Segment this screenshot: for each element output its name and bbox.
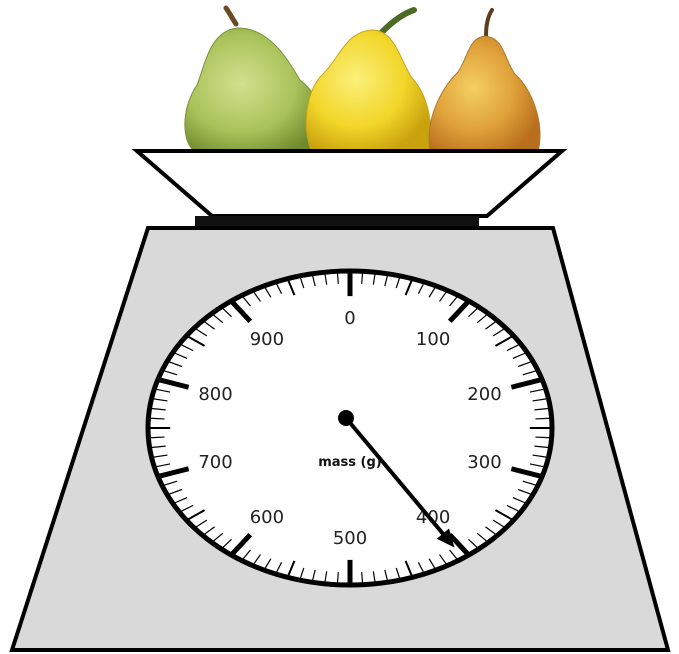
- pear-group: [185, 8, 540, 152]
- minor-tick: [535, 418, 549, 419]
- minor-tick: [535, 437, 549, 438]
- dial-unit-label: mass (g): [318, 455, 382, 470]
- needle-pivot: [338, 410, 354, 426]
- green-pear: [185, 8, 326, 152]
- dial-label-600: 600: [250, 507, 284, 528]
- minor-tick: [150, 418, 164, 419]
- orange-pear: [429, 10, 540, 152]
- dial-label-500: 500: [333, 528, 367, 549]
- dial-label-900: 900: [250, 329, 284, 350]
- dial-label-100: 100: [416, 329, 450, 350]
- dial-label-0: 0: [344, 308, 355, 329]
- dial-label-300: 300: [467, 452, 501, 473]
- weighing-pan: [137, 151, 562, 216]
- minor-tick: [150, 437, 164, 438]
- dial-label-800: 800: [198, 384, 232, 405]
- yellow-pear: [306, 10, 430, 152]
- dial-label-200: 200: [467, 384, 501, 405]
- dial-label-700: 700: [198, 452, 232, 473]
